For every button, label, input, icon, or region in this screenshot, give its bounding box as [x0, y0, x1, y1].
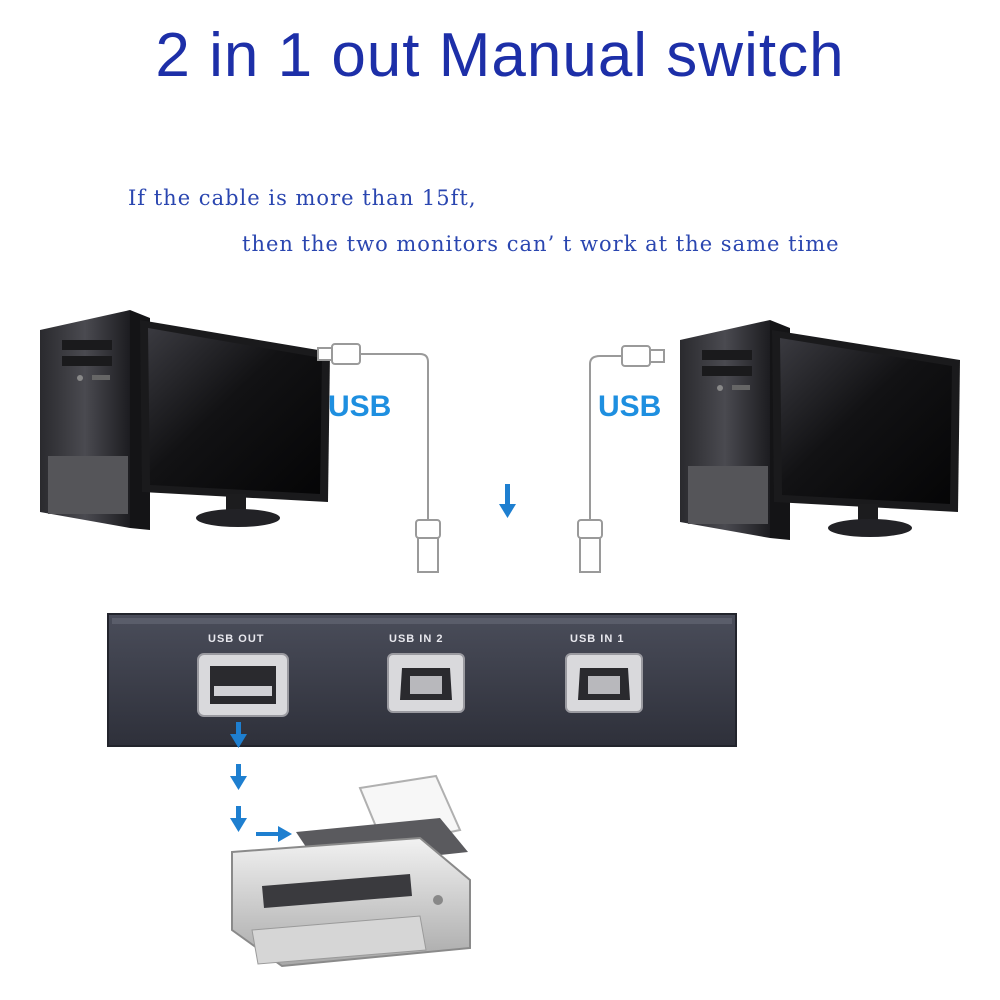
printer-icon	[231, 774, 471, 968]
usb-a-port-icon	[197, 653, 289, 717]
port-label-usb-in-1: USB IN 1	[570, 633, 625, 645]
port-label-usb-in-2: USB IN 2	[389, 633, 444, 645]
page-title: 2 in 1 out Manual switch	[155, 21, 845, 90]
port-label-usb-out: USB OUT	[208, 633, 265, 645]
usb-cable-icon	[317, 343, 441, 573]
cable-note-line-2: then the two monitors can’ t work at the…	[242, 232, 840, 256]
desktop-computer-icon	[40, 310, 150, 530]
right-computer	[680, 320, 960, 540]
down-arrow-icon	[230, 722, 292, 842]
usb-b-port-icon	[387, 653, 465, 713]
down-arrow-icon	[499, 484, 516, 518]
usb-switch-box	[107, 613, 737, 747]
usb-cable-icon	[577, 345, 665, 573]
left-computer	[40, 310, 330, 530]
cable-note-line-1: If the cable is more than 15ft,	[128, 186, 477, 210]
usb-cable-label-left: USB	[328, 390, 392, 423]
usb-cable-label-right: USB	[598, 390, 662, 423]
usb-b-port-icon	[565, 653, 643, 713]
monitor-icon	[772, 330, 960, 537]
monitor-icon	[140, 320, 330, 527]
